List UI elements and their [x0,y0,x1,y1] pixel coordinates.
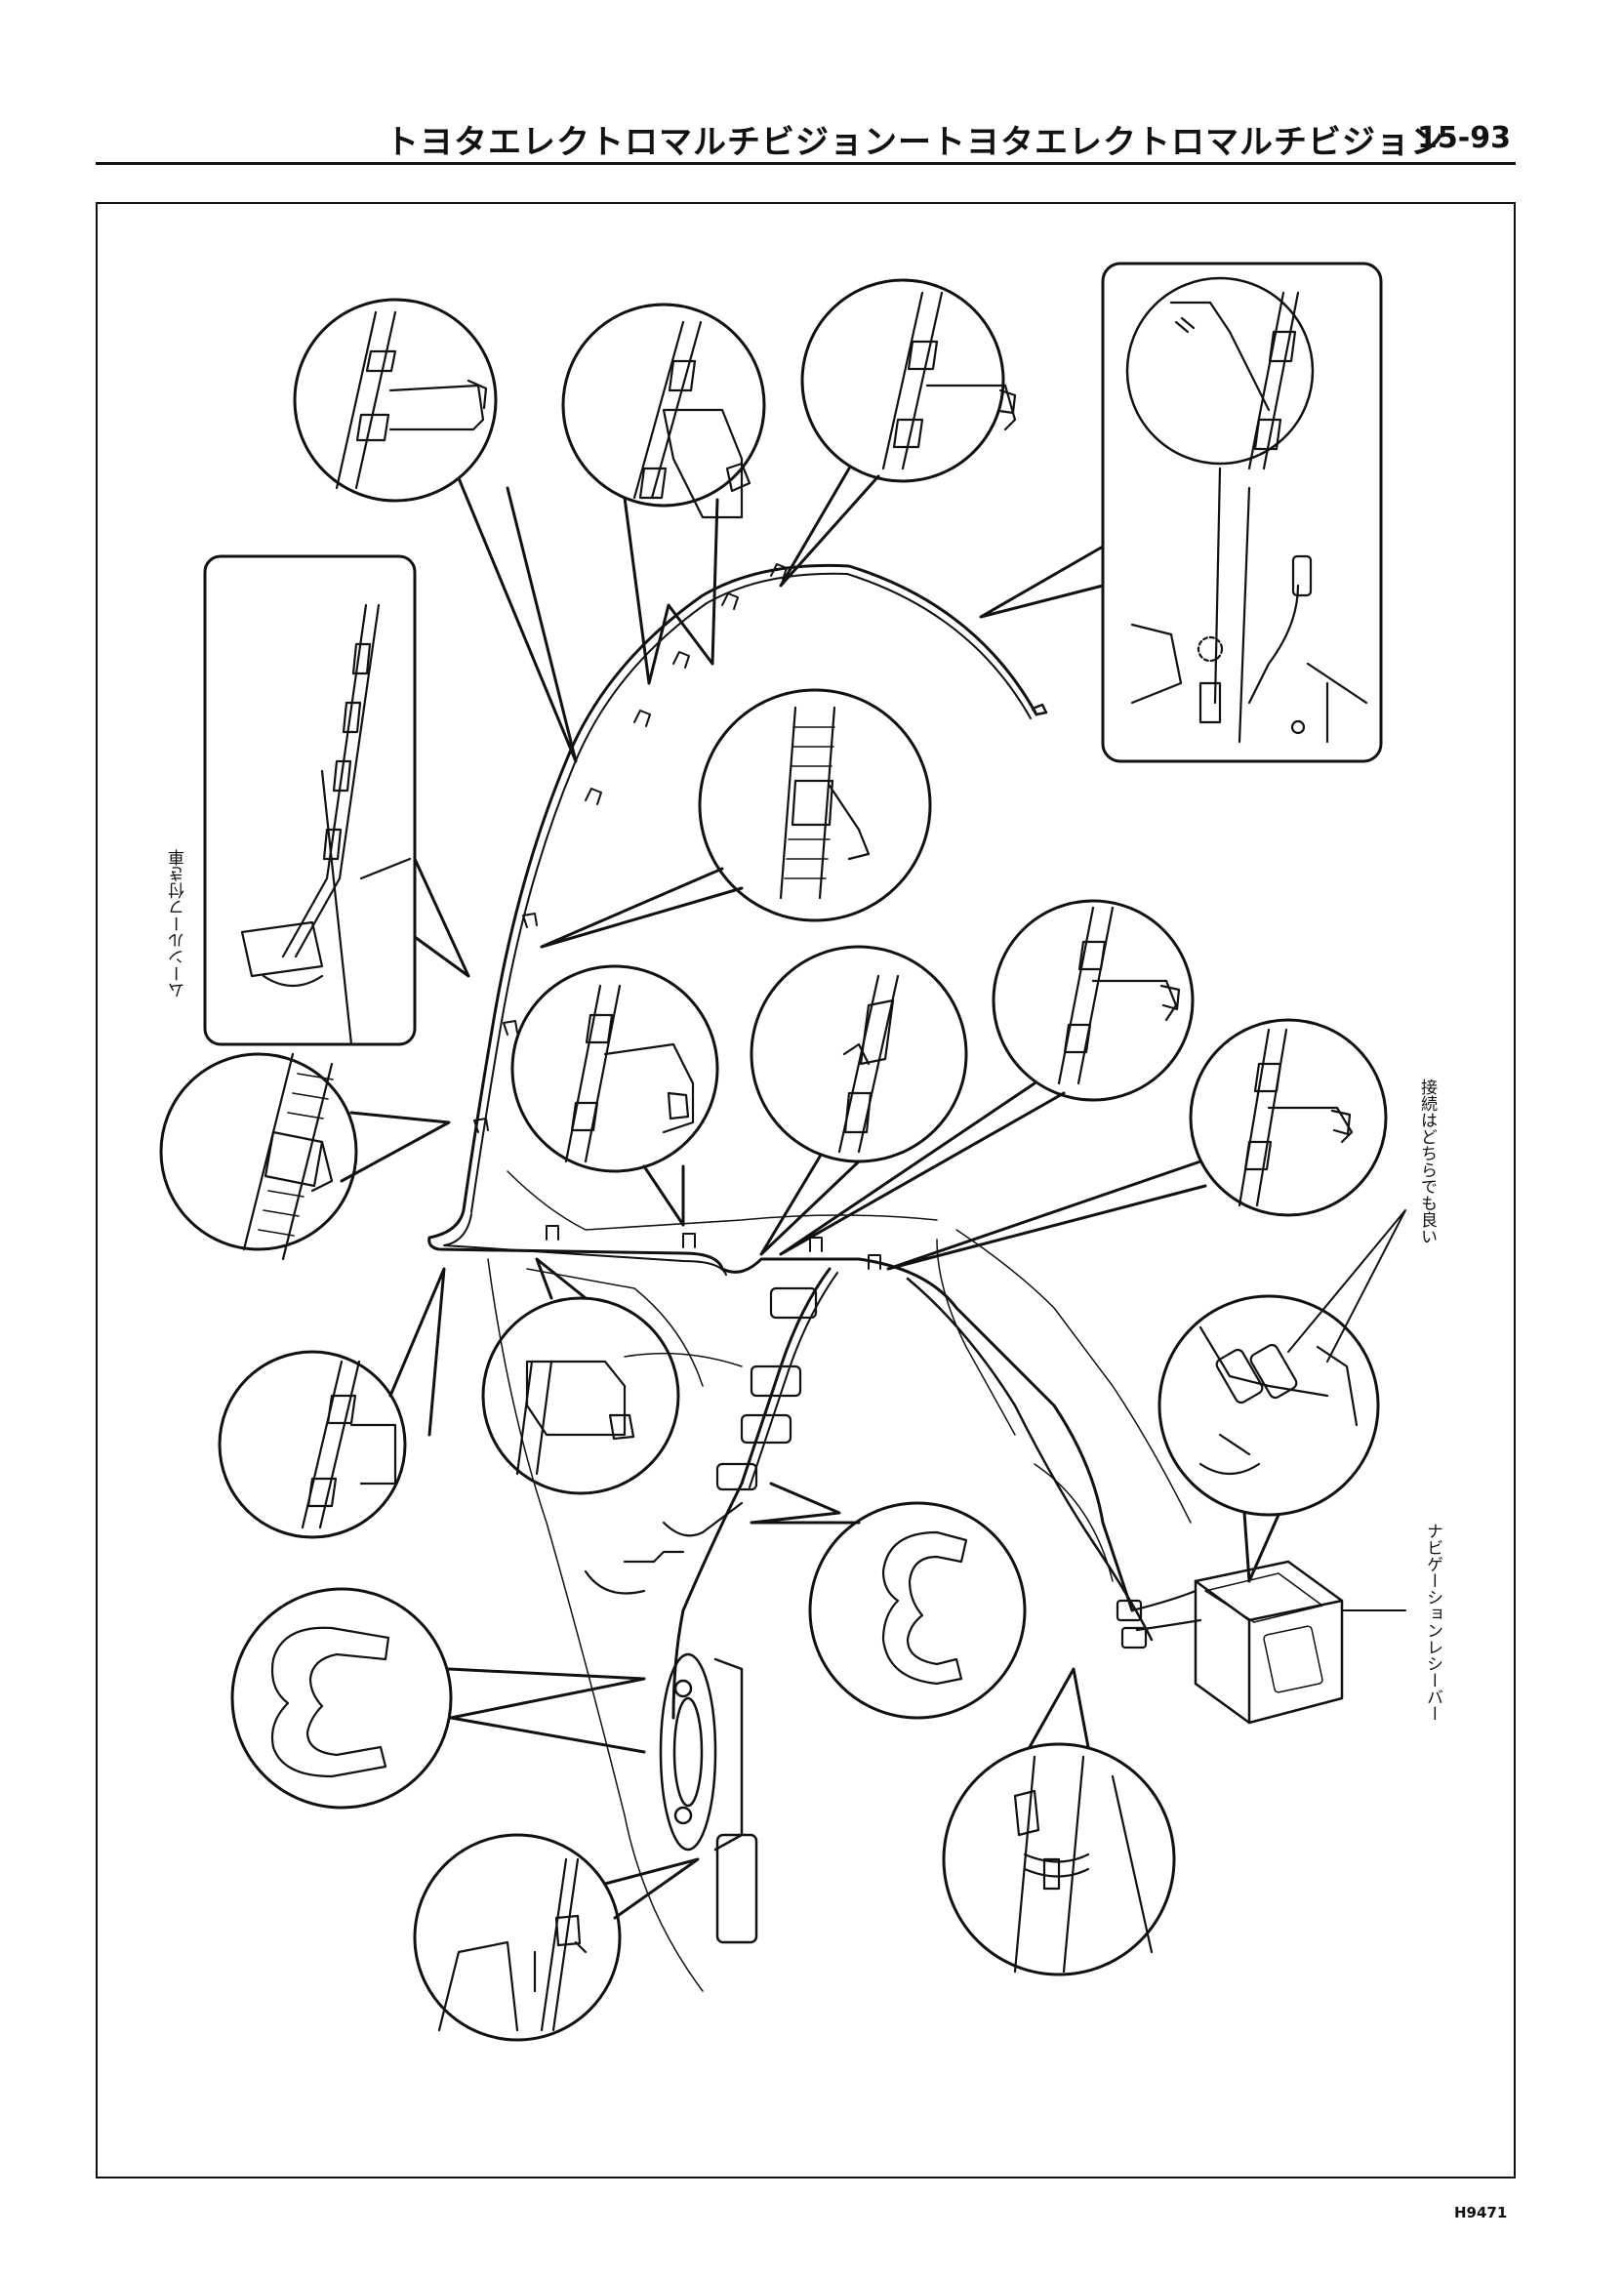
page-number: 15-93 [1417,121,1511,155]
navigation-receiver-box [1194,1560,1344,1725]
header-rule [96,162,1516,165]
main-harness [427,563,1406,1992]
balloon-details [240,291,1368,2032]
either-connection-label: 接続はどちらでも良い [1417,1079,1437,1244]
moonroof-vehicle-label: ムーンルーフ付き車 [169,849,188,998]
figure-id: H9471 [1454,2204,1508,2221]
navigation-receiver-label: ナビゲーションレシーバー [1423,1523,1442,1722]
detail-callouts [159,262,1388,2042]
diagram-frame [96,202,1516,2178]
either-connection-leaders [1287,1209,1406,1363]
